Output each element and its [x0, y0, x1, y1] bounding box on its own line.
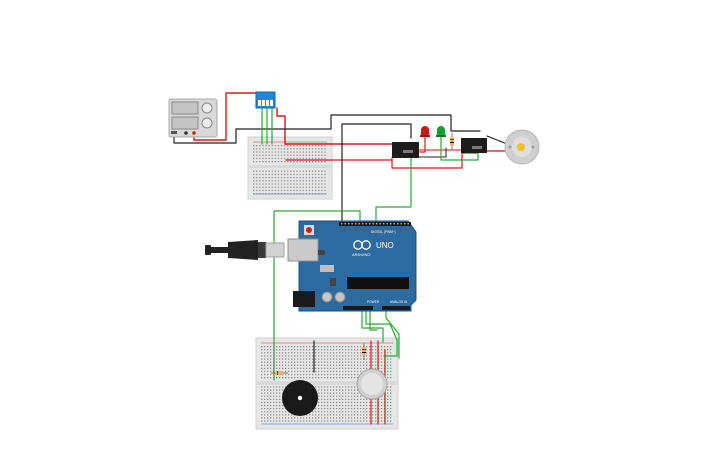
wire-black-psu-ground[interactable] — [173, 114, 481, 144]
wire-green-sensor[interactable] — [369, 309, 378, 331]
wire-black-arduino-gnd[interactable] — [341, 123, 412, 223]
usb-cable-icon[interactable] — [205, 240, 285, 260]
arduino-model-label: UNO — [376, 241, 394, 250]
wire-red-switch-to-relay[interactable] — [276, 107, 393, 145]
dc-motor-icon[interactable] — [504, 129, 540, 165]
arduino-analog-label: ANALOG IN — [390, 300, 408, 304]
wire-green-led-right[interactable] — [440, 135, 479, 161]
wire-green-analog-1[interactable] — [361, 309, 384, 343]
top-breadboard[interactable] — [247, 136, 333, 200]
arduino-uno-icon[interactable]: UNO ARDUINO DIGITAL (PWM~) POWER ANALOG … — [287, 220, 417, 312]
dip-switch-icon[interactable] — [255, 91, 276, 109]
wire-green-arduino-to-buzzer[interactable] — [273, 210, 361, 381]
buzzer-icon[interactable] — [282, 380, 318, 416]
wire-green-analog-2[interactable] — [365, 309, 398, 357]
gas-sensor-icon[interactable] — [356, 368, 388, 400]
led-red-icon[interactable] — [420, 126, 430, 137]
relay-right-icon[interactable] — [461, 138, 487, 153]
arduino-power-label: POWER — [367, 300, 380, 304]
resistor-icon-left[interactable] — [271, 371, 288, 375]
wire-green-relay-to-arduino[interactable] — [375, 157, 412, 223]
wires — [173, 92, 508, 425]
wire-black-motor[interactable] — [486, 135, 508, 145]
resistor-icon-top[interactable] — [450, 133, 454, 150]
arduino-digital-label: DIGITAL (PWM~) — [371, 230, 396, 234]
arduino-brand-label: ARDUINO — [352, 252, 370, 257]
wire-red-led[interactable] — [419, 135, 426, 153]
relay-left-icon[interactable] — [392, 142, 419, 158]
arduino-logo — [353, 240, 371, 250]
power-supply-icon[interactable] — [168, 98, 218, 138]
resistor-icon-bottom[interactable] — [362, 343, 366, 360]
led-green-icon[interactable] — [436, 126, 446, 137]
wire-green-analog-3[interactable] — [385, 309, 400, 359]
